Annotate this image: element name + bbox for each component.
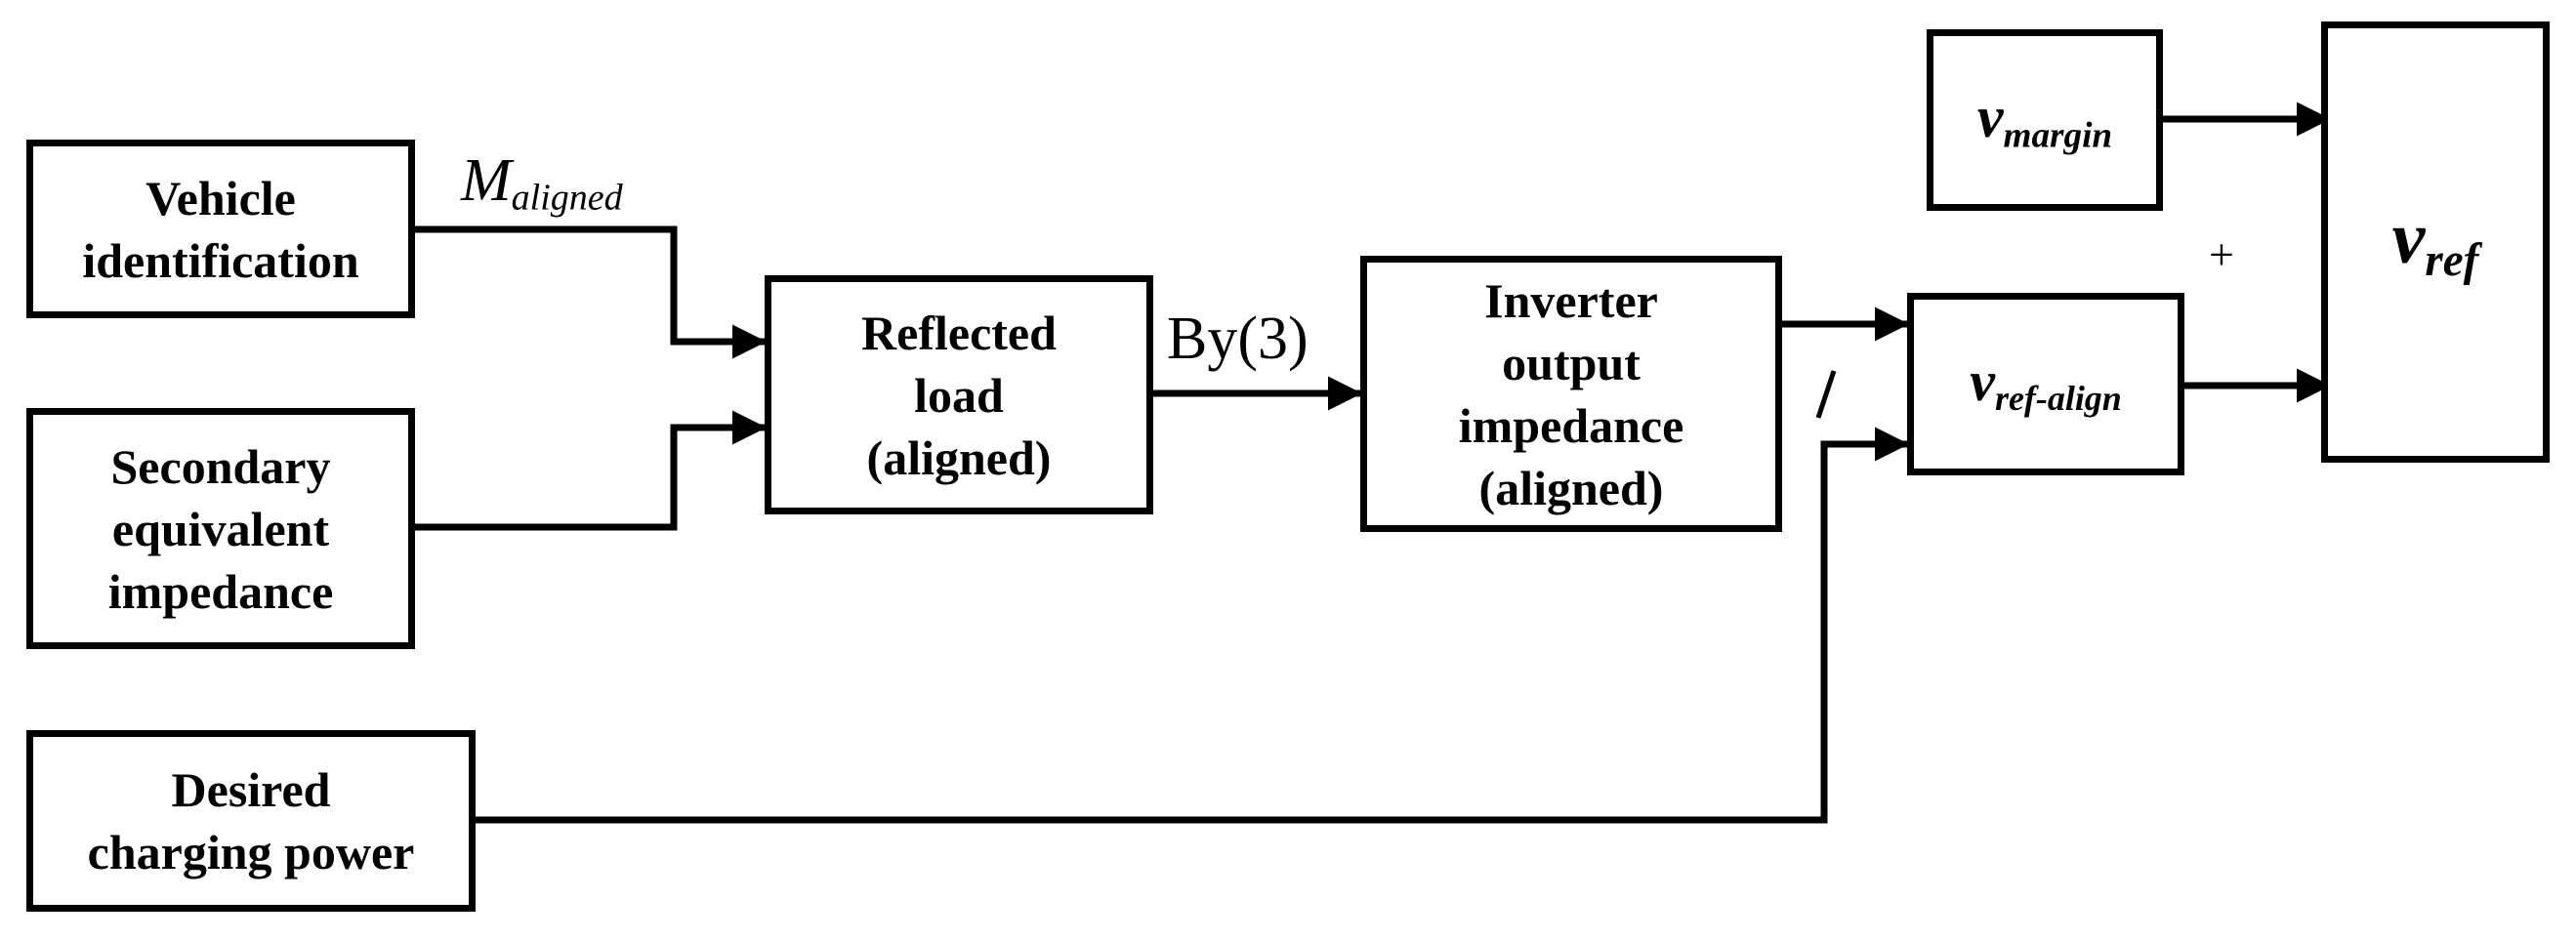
v-margin-block: vmargin [1927,29,2163,211]
block-line: Reflected [861,305,1057,360]
reflected-load-block: Reflected load (aligned) [765,275,1153,514]
block-line: Desired [171,762,331,817]
m-aligned-label: Maligned [461,147,623,219]
block-line: Secondary [110,438,331,494]
block-line: (aligned) [1478,460,1664,515]
block-line: impedance [107,563,334,619]
division-slash [1815,370,1837,419]
block-line: Inverter [1484,272,1658,328]
desired-charging-power-block: Desired charging power [26,730,476,912]
wire-secondary-to-reflected [412,410,767,531]
wire-power-to-vrefalign [474,427,1909,824]
block-line: equivalent [111,501,330,556]
block-line: impedance [1458,397,1684,453]
block-line: load [914,367,1004,423]
block-line: identification [82,232,359,288]
v-ref-align-block: vref-align [1907,293,2184,475]
block-line: (aligned) [866,429,1052,485]
secondary-equivalent-impedance-block: Secondary equivalent impedance [26,408,415,649]
by-equation-label: By(3) [1167,306,1309,372]
block-line: output [1502,335,1641,390]
block-line: charging power [87,825,415,879]
plus-sign: + [2209,229,2234,279]
v-ref-symbol: vref [2391,197,2479,287]
vehicle-identification-block: Vehicle identification [26,140,415,318]
v-ref-align-symbol: vref-align [1970,349,2122,419]
block-line: Vehicle [145,170,296,225]
inverter-output-impedance-block: Inverter output impedance (aligned) [1360,256,1782,532]
wire-vehicle-to-reflected [412,225,767,359]
v-margin-symbol: vmargin [1976,84,2113,156]
v-ref-block: vref [2321,21,2550,463]
